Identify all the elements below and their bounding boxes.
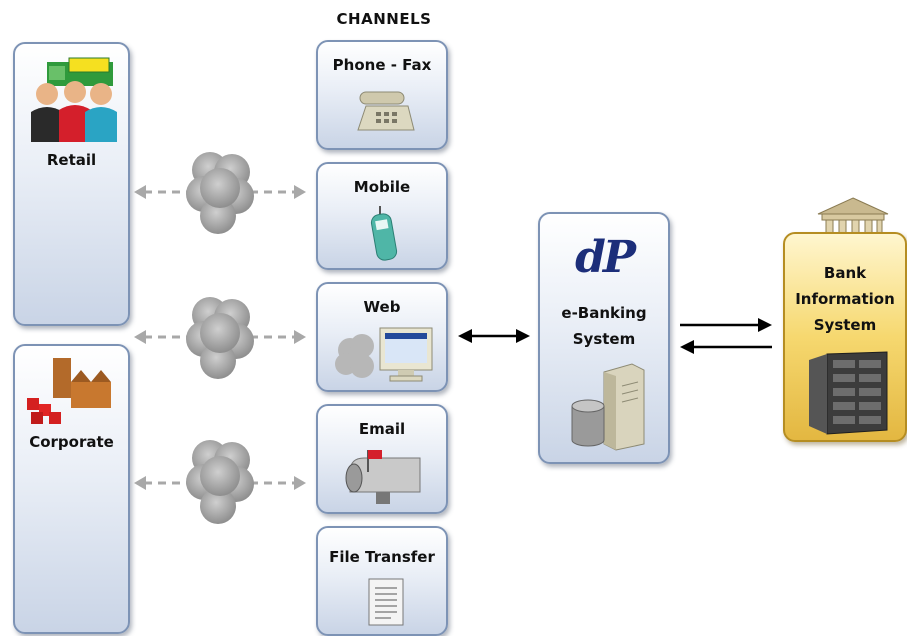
- retail-box[interactable]: Retail: [13, 42, 130, 326]
- ebanking-label-line1: e-Banking: [561, 304, 647, 322]
- web-monitor-icon: [335, 327, 433, 382]
- network-connections: [134, 152, 306, 524]
- document-icon: [368, 578, 404, 626]
- corporate-label: Corporate: [29, 433, 114, 451]
- channel-web[interactable]: Web: [316, 282, 448, 392]
- channel-email[interactable]: Email: [316, 404, 448, 514]
- bank-information-system-box[interactable]: Bank Information System: [783, 232, 907, 442]
- channel-phone-fax[interactable]: Phone - Fax: [316, 40, 448, 150]
- channel-file-transfer[interactable]: File Transfer: [316, 526, 448, 636]
- dashed-arrow-row-3: [134, 476, 306, 490]
- bank-label-line3: System: [813, 316, 877, 334]
- dashed-arrow-row-2: [134, 330, 306, 344]
- server-database-icon: [571, 363, 645, 451]
- ebanking-label-line2: System: [572, 330, 636, 348]
- bank-label-line1: Bank: [823, 264, 867, 282]
- channel-label: Phone - Fax: [332, 56, 432, 74]
- channels-title: CHANNELS: [336, 10, 432, 28]
- channel-label: Email: [358, 420, 406, 438]
- mailbox-icon: [345, 450, 421, 504]
- shop-people-icon: [31, 57, 117, 142]
- corporate-box[interactable]: Corporate: [13, 344, 130, 634]
- channel-mobile[interactable]: Mobile: [316, 162, 448, 270]
- channel-label: Mobile: [353, 178, 411, 196]
- channel-label: File Transfer: [329, 548, 435, 566]
- cloud-icon-row-3: [186, 440, 254, 524]
- factory-icon: [27, 358, 111, 424]
- bank-label-line2: Information: [795, 290, 895, 308]
- channel-label: Web: [363, 298, 401, 316]
- phone-fax-icon: [357, 91, 415, 131]
- ebanking-system-box[interactable]: dP e-Banking System: [538, 212, 670, 464]
- ebanking-bank-arrows: [680, 318, 772, 354]
- cloud-icon-row-1: [186, 152, 254, 234]
- cloud-icon-row-2: [186, 297, 254, 379]
- dp-logo: dP: [575, 232, 636, 283]
- dashed-arrow-row-1: [134, 185, 306, 199]
- server-rack-icon: [809, 351, 888, 435]
- retail-label: Retail: [46, 151, 97, 169]
- web-ebanking-arrow: [458, 329, 530, 343]
- mobile-phone-icon: [370, 206, 398, 261]
